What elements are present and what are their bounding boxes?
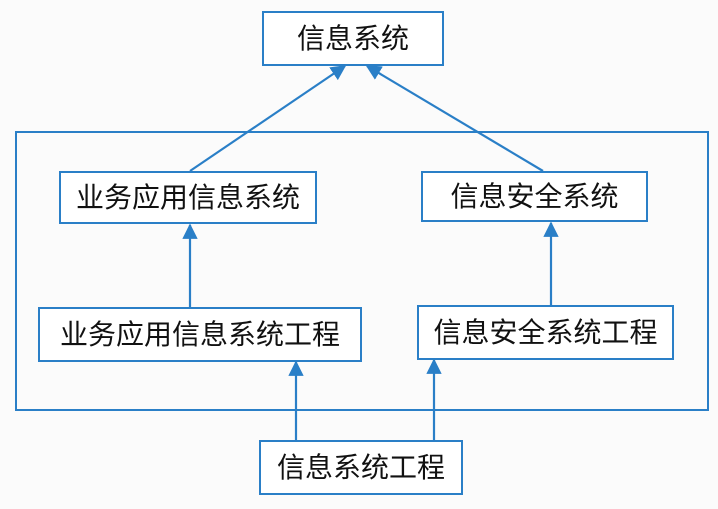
node-info-system-engineering: 信息系统工程 <box>259 440 463 495</box>
node-business-app-info-system-engineering: 业务应用信息系统工程 <box>38 307 362 362</box>
grouping-frame <box>15 131 709 411</box>
node-info-security-system-engineering: 信息安全系统工程 <box>417 305 674 360</box>
node-info-system: 信息系统 <box>262 11 444 66</box>
node-business-app-info-system: 业务应用信息系统 <box>59 171 317 224</box>
node-business-app-info-system-engineering-label: 业务应用信息系统工程 <box>59 317 340 351</box>
node-info-security-system-label: 信息安全系统 <box>450 179 619 213</box>
node-info-system-engineering-label: 信息系统工程 <box>276 450 445 484</box>
node-business-app-info-system-label: 业务应用信息系统 <box>75 180 300 214</box>
node-info-system-label: 信息系统 <box>296 21 409 55</box>
node-info-security-system-engineering-label: 信息安全系统工程 <box>433 315 658 349</box>
node-info-security-system: 信息安全系统 <box>421 171 648 222</box>
